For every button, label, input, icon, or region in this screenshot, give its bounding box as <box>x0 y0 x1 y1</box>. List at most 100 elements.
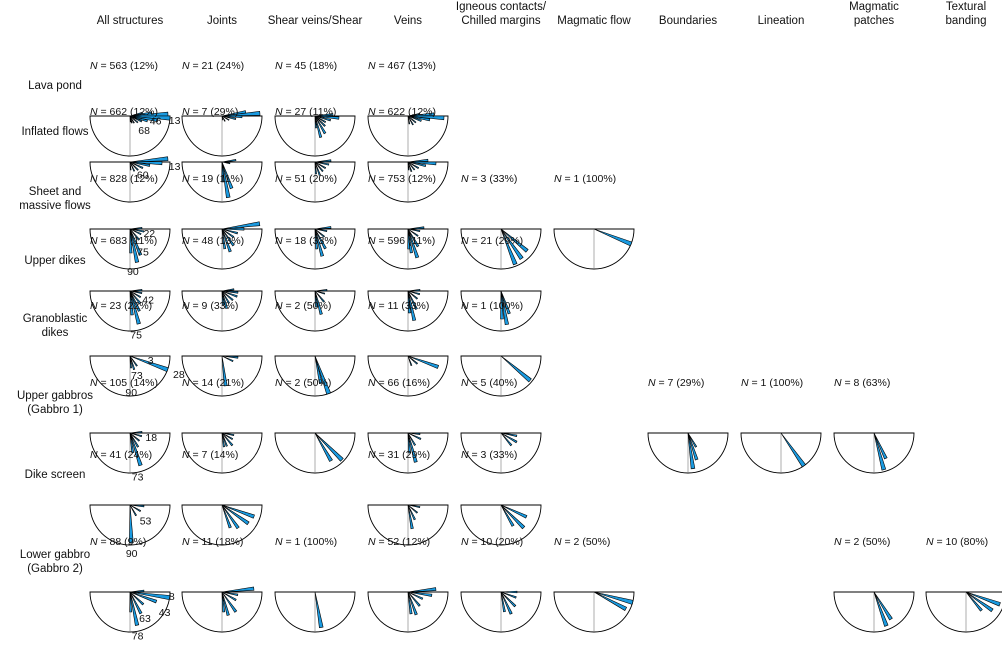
n-value: = 3 (33%) <box>468 173 518 185</box>
rose-petal <box>221 432 235 437</box>
sample-count-label: N = 11 (33%) <box>368 300 429 312</box>
sample-count-label: N = 753 (12%) <box>368 173 436 185</box>
rose-petal <box>129 228 145 233</box>
sample-count-label: N = 3 (33%) <box>461 173 517 185</box>
n-symbol: N <box>275 235 283 247</box>
rose-petal <box>221 161 234 190</box>
rose-petal <box>407 228 419 237</box>
n-value: = 10 (80%) <box>933 536 989 548</box>
n-value: = 662 (12%) <box>97 106 159 118</box>
sample-count-label: N = 5 (40%) <box>461 377 517 389</box>
rose-petal <box>221 290 225 306</box>
rose-petal <box>129 161 139 171</box>
rose-diagram <box>274 432 356 474</box>
n-value: = 11 (33%) <box>375 300 430 312</box>
rose-petal <box>314 115 327 123</box>
rose-petal <box>407 504 416 521</box>
n-symbol: N <box>275 300 283 312</box>
rose-petal <box>407 115 417 124</box>
n-symbol: N <box>182 536 190 548</box>
n-symbol: N <box>834 377 842 389</box>
rose-petal <box>129 432 140 448</box>
rose-diagram <box>274 226 356 270</box>
n-symbol: N <box>554 536 562 548</box>
rose-petal <box>129 589 145 593</box>
rose-petal <box>221 591 239 596</box>
rose-petal <box>221 158 237 163</box>
sample-count-label: N = 88 (9%) <box>90 536 146 548</box>
rose-petal <box>500 590 518 594</box>
rose-petal <box>129 430 143 434</box>
rose-petal <box>221 228 235 247</box>
rose-petal <box>221 161 231 165</box>
rose-petal <box>500 355 532 383</box>
rose-petal <box>221 432 234 447</box>
rose-petal <box>221 355 239 359</box>
n-symbol: N <box>90 60 98 72</box>
rose-petal <box>407 591 424 600</box>
angle-label: 90 <box>127 266 139 278</box>
n-symbol: N <box>182 60 190 72</box>
n-symbol: N <box>275 173 283 185</box>
rose-diagram <box>460 355 542 397</box>
angle-label: 73 <box>132 471 144 483</box>
sample-count-label: N = 9 (33%) <box>182 300 238 312</box>
rose-petal <box>221 228 227 250</box>
n-value: = 88 (9%) <box>97 536 147 548</box>
rose-petal <box>221 586 255 593</box>
rose-petal <box>129 504 137 517</box>
rose-petal <box>500 432 513 447</box>
rose-petal <box>129 591 171 600</box>
rose-petal <box>407 432 417 446</box>
rose-petal <box>873 432 887 471</box>
sample-count-label: N = 1 (100%) <box>741 377 803 389</box>
sample-count-label: N = 19 (11%) <box>182 173 243 185</box>
angle-label: 18 <box>145 432 157 444</box>
sample-count-label: N = 622 (12%) <box>368 106 436 118</box>
rose-diagram <box>460 228 542 270</box>
rose-diagram <box>553 591 635 633</box>
angle-label: 28 <box>173 369 185 381</box>
n-value: = 45 (18%) <box>282 60 338 72</box>
rose-petal <box>221 221 261 230</box>
n-symbol: N <box>368 300 376 312</box>
rose-petal <box>407 228 411 250</box>
rose-petal <box>407 115 422 122</box>
n-value: = 7 (29%) <box>189 106 239 118</box>
rose-petal <box>129 432 143 467</box>
rose-petal <box>407 290 412 314</box>
rose-diagram <box>181 110 263 157</box>
n-symbol: N <box>368 106 376 118</box>
rose-petal <box>129 161 151 167</box>
column-header-patches: Magmatic patches <box>849 1 899 27</box>
rose-petal <box>407 115 414 126</box>
n-value: = 66 (16%) <box>375 377 431 389</box>
rose-petal <box>407 587 437 593</box>
angle-label: 46 <box>150 116 162 128</box>
rose-diagram <box>553 228 635 270</box>
rose-petal <box>129 115 139 124</box>
rose-petal <box>314 161 321 176</box>
rose-petal <box>221 228 235 239</box>
rose-petal <box>407 591 433 597</box>
rose-petal <box>500 432 518 444</box>
sample-count-label: N = 66 (16%) <box>368 377 430 389</box>
rose-petal <box>314 228 327 250</box>
n-symbol: N <box>182 106 190 118</box>
n-value: = 9 (33%) <box>189 300 239 312</box>
n-symbol: N <box>741 377 749 389</box>
rose-petal <box>407 226 425 230</box>
angle-label: 60 <box>137 170 149 182</box>
rose-petal <box>407 432 422 440</box>
rose-petal <box>314 161 330 166</box>
n-symbol: N <box>275 536 283 548</box>
rose-petal <box>314 432 344 462</box>
rose-petal <box>221 355 234 363</box>
column-header-shear: Shear veins/Shear <box>267 15 363 27</box>
sample-count-label: N = 48 (13%) <box>182 235 244 247</box>
rose-petal <box>221 115 224 121</box>
n-symbol: N <box>90 536 98 548</box>
rose-petal <box>407 432 421 436</box>
n-symbol: N <box>90 377 98 389</box>
